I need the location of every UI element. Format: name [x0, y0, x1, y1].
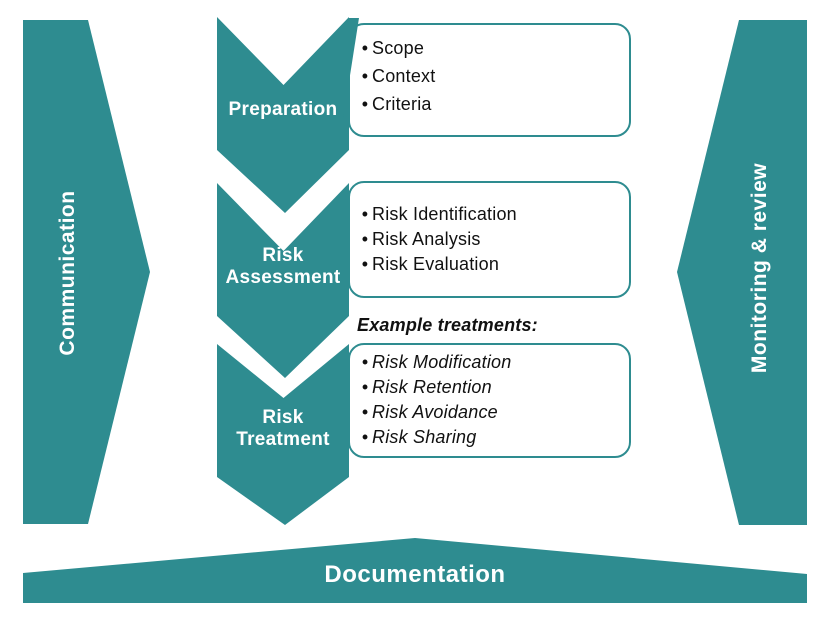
- list-item: •Risk Modification: [358, 350, 623, 375]
- bullet-icon: •: [361, 38, 369, 58]
- list-item: •Risk Evaluation: [358, 252, 623, 277]
- list-item: •Risk Sharing: [358, 425, 623, 450]
- bullet-icon: •: [361, 377, 369, 397]
- preparation-items-list: •Scope •Context •Criteria: [350, 25, 629, 118]
- bullet-icon: •: [361, 254, 369, 274]
- list-item: •Scope: [358, 34, 623, 62]
- preparation-details-box: •Scope •Context •Criteria: [348, 23, 631, 137]
- list-item-label: Risk Sharing: [372, 427, 477, 447]
- bullet-icon: •: [361, 402, 369, 422]
- list-item: •Risk Avoidance: [358, 400, 623, 425]
- list-item-label: Context: [372, 66, 436, 86]
- list-item-label: Risk Analysis: [372, 229, 481, 249]
- risk-treatment-details-box: •Risk Modification •Risk Retention •Risk…: [348, 343, 631, 458]
- list-item-label: Risk Modification: [372, 352, 512, 372]
- list-item: •Criteria: [358, 90, 623, 118]
- list-item-label: Criteria: [372, 94, 432, 114]
- risk-assessment-items-list: •Risk Identification •Risk Analysis •Ris…: [350, 183, 629, 277]
- bullet-icon: •: [361, 94, 369, 114]
- list-item-label: Risk Evaluation: [372, 254, 500, 274]
- bullet-icon: •: [361, 66, 369, 86]
- risk-assessment-details-box: •Risk Identification •Risk Analysis •Ris…: [348, 181, 631, 298]
- bullet-icon: •: [361, 229, 369, 249]
- list-item-label: Risk Identification: [372, 204, 517, 224]
- list-item-label: Scope: [372, 38, 425, 58]
- list-item: •Risk Analysis: [358, 227, 623, 252]
- bullet-icon: •: [361, 352, 369, 372]
- risk-treatment-items-list: •Risk Modification •Risk Retention •Risk…: [350, 345, 629, 450]
- list-item-label: Risk Retention: [372, 377, 492, 397]
- example-treatments-note: Example treatments:: [357, 315, 538, 335]
- list-item: •Risk Identification: [358, 202, 623, 227]
- bullet-icon: •: [361, 204, 369, 224]
- list-item: •Context: [358, 62, 623, 90]
- bullet-icon: •: [361, 427, 369, 447]
- list-item: •Risk Retention: [358, 375, 623, 400]
- list-item-label: Risk Avoidance: [372, 402, 498, 422]
